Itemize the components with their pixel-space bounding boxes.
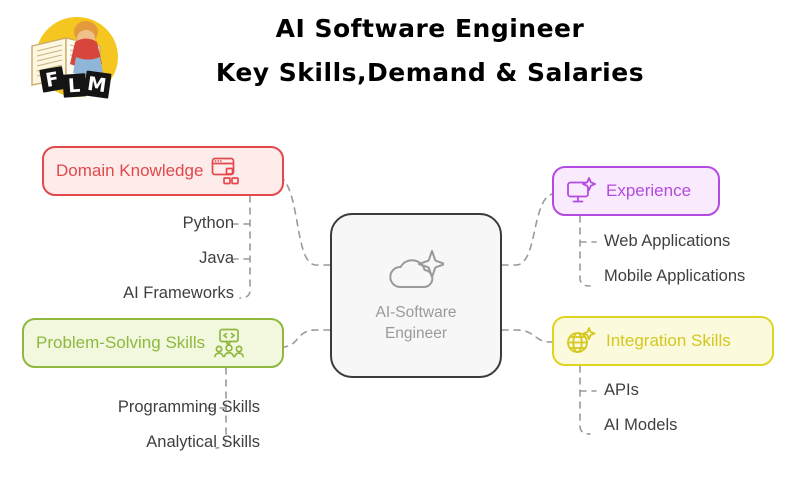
- leaf-java[interactable]: Java: [199, 249, 234, 267]
- monitor-sparkle-icon: [566, 177, 596, 205]
- center-label-line2: Engineer: [384, 325, 448, 342]
- browser-window-blocks-icon: [211, 157, 241, 185]
- edge-center-integration: [501, 329, 559, 343]
- center-label-line1: AI-Software: [375, 304, 457, 321]
- svg-text:M: M: [86, 73, 108, 97]
- cloud-sparkle-icon: [388, 247, 446, 296]
- branch-node-problem-solving-skills[interactable]: Problem-Solving Skills: [22, 318, 284, 368]
- edge-integration-spine: [579, 365, 591, 435]
- edge-experience-spine: [579, 215, 591, 287]
- branch-label-experience: Experience: [606, 181, 692, 200]
- leaf-analytical-skills[interactable]: Analytical Skills: [146, 433, 260, 451]
- svg-text:L: L: [67, 75, 81, 98]
- edge-center-experience: [501, 191, 557, 266]
- branch-label-problem-solving-skills: Problem-Solving Skills: [36, 333, 206, 352]
- leaf-mobile-applications[interactable]: Mobile Applications: [604, 267, 746, 285]
- leaf-programming-skills[interactable]: Programming Skills: [117, 398, 260, 416]
- center-node[interactable]: AI-Software Engineer: [330, 213, 502, 378]
- edge-center-problem: [275, 329, 331, 349]
- center-node-label: AI-Software Engineer: [376, 302, 457, 344]
- leaf-apis[interactable]: APIs: [604, 381, 639, 399]
- title-line-2: Key Skills,Demand & Salaries: [215, 58, 645, 87]
- svg-text:F: F: [44, 68, 61, 92]
- code-bubble-people-icon: [213, 328, 245, 358]
- edge-domain-spine: [239, 195, 251, 299]
- globe-sparkle-icon: [566, 327, 596, 355]
- leaf-ai-frameworks[interactable]: AI Frameworks: [123, 284, 234, 302]
- branch-node-experience[interactable]: Experience: [552, 166, 720, 216]
- branch-node-domain-knowledge[interactable]: Domain Knowledge: [42, 146, 284, 196]
- flm-book-logo: F L M: [22, 12, 128, 104]
- title-line-1: AI Software Engineer: [275, 14, 585, 43]
- leaf-web-applications[interactable]: Web Applications: [604, 232, 731, 250]
- branch-node-integration-skills[interactable]: Integration Skills: [552, 316, 774, 366]
- leaf-ai-models[interactable]: AI Models: [604, 416, 678, 434]
- page-title: AI Software Engineer Key Skills,Demand &…: [150, 12, 710, 90]
- branch-label-domain-knowledge: Domain Knowledge: [56, 161, 204, 180]
- leaf-python[interactable]: Python: [182, 214, 234, 232]
- branch-label-integration-skills: Integration Skills: [606, 331, 731, 350]
